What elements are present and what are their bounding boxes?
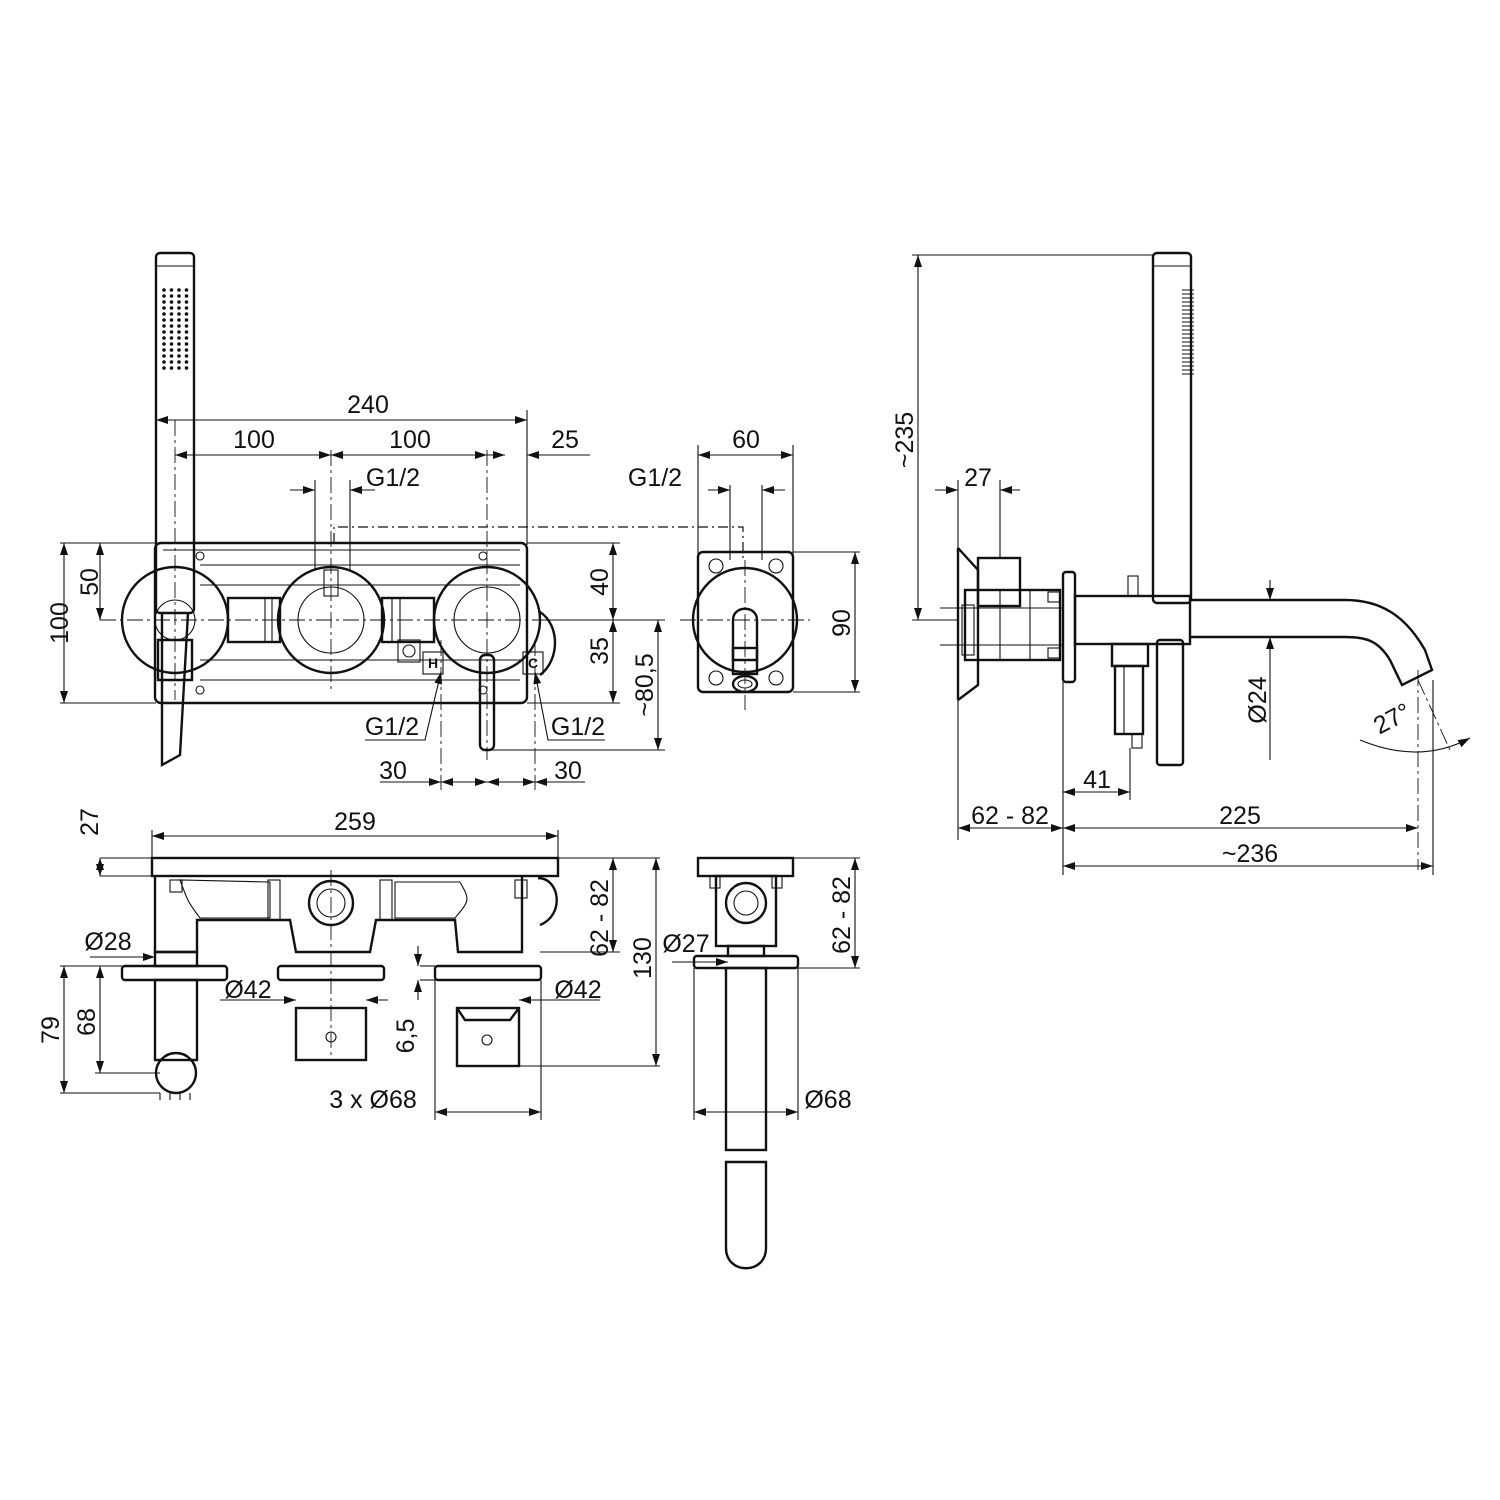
spout-dim-60: 60 — [732, 426, 760, 454]
hot-mark: H — [428, 655, 438, 671]
cold-mark: C — [528, 655, 538, 671]
dim-50: 50 — [76, 568, 104, 596]
dim-thread-top: G1/2 — [366, 464, 420, 492]
spout-top-dim-62-82: 62 - 82 — [828, 876, 856, 954]
dim-thread-hot: G1/2 — [365, 713, 419, 741]
side-hand-shower — [1151, 251, 1194, 767]
dim-100-height: 100 — [46, 602, 74, 644]
spray-face — [162, 288, 189, 370]
top-dim-42-mid: Ø42 — [224, 976, 271, 1004]
side-view: ~235 27 Ø24 27° 41 62 - 82 225 ~236 — [891, 251, 1471, 875]
shower-grip-ribs — [1182, 289, 1194, 375]
spout-top-dim-27: Ø27 — [662, 930, 709, 958]
dim-30-left: 30 — [379, 757, 407, 785]
dim-100-left: 100 — [233, 426, 275, 454]
top-dim-28: Ø28 — [84, 928, 131, 956]
dim-80-5: ~80,5 — [631, 653, 659, 716]
side-dim-225: 225 — [1219, 802, 1261, 830]
dim-100-right: 100 — [389, 426, 431, 454]
dim-25: 25 — [551, 426, 579, 454]
dim-240: 240 — [347, 391, 389, 419]
spout-top-view: 62 - 82 Ø27 Ø68 — [662, 856, 860, 1270]
front-view: H C — [46, 251, 744, 790]
dim-40: 40 — [586, 568, 614, 596]
dim-35: 35 — [586, 637, 614, 665]
dim-30-right: 30 — [554, 757, 582, 785]
spout-front-view: 60 G1/2 90 — [628, 426, 860, 710]
spout-dim-thread: G1/2 — [628, 464, 682, 492]
spout-dim-90: 90 — [828, 609, 856, 637]
top-dim-3x68: 3 x Ø68 — [329, 1086, 417, 1114]
top-dim-79: 79 — [37, 1016, 65, 1044]
top-dim-259: 259 — [334, 808, 376, 836]
side-dim-27: 27 — [964, 464, 992, 492]
side-dim-24: Ø24 — [1244, 676, 1272, 723]
top-dim-27: 27 — [76, 808, 104, 836]
top-dim-42-right: Ø42 — [554, 976, 601, 1004]
spout-top-dim-68: Ø68 — [804, 1086, 851, 1114]
side-dim-62-82: 62 - 82 — [971, 802, 1049, 830]
side-dim-235: ~235 — [891, 412, 919, 468]
side-dim-angle: 27° — [1369, 698, 1416, 740]
side-dim-236: ~236 — [1222, 840, 1278, 868]
side-dim-41: 41 — [1083, 766, 1111, 794]
top-view: 259 27 Ø28 Ø42 Ø42 6,5 3 x Ø68 62 - 82 1… — [37, 808, 660, 1120]
top-dim-6-5: 6,5 — [392, 1019, 420, 1054]
top-dim-68: 68 — [73, 1008, 101, 1036]
dim-thread-cold: G1/2 — [551, 713, 605, 741]
top-dim-130: 130 — [629, 937, 657, 979]
top-dim-62-82: 62 - 82 — [586, 879, 614, 957]
